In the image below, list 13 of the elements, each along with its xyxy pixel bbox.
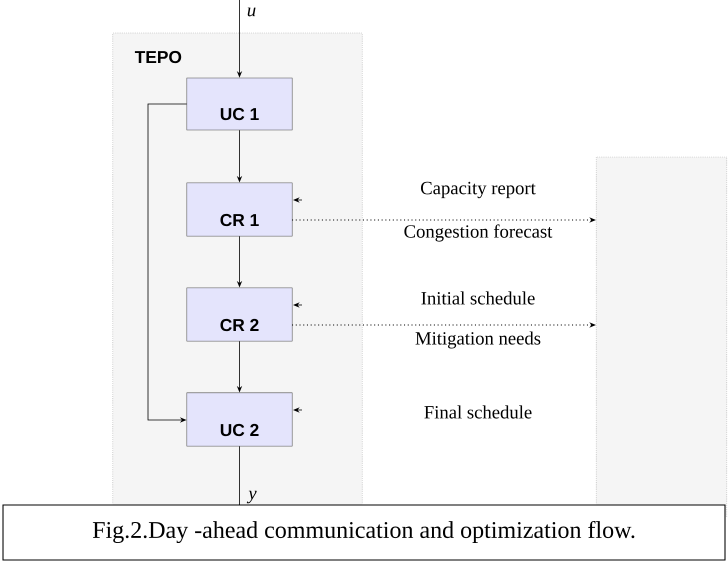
edge-label: y — [246, 490, 257, 504]
process-box: CR 2 — [186, 288, 292, 342]
message-label: Mitigation needs — [416, 332, 540, 348]
caption-box: Fig.2.Day -ahead communication and optimization flow. — [2, 504, 726, 561]
process-box: UC 2 — [186, 392, 292, 446]
process-box: UC 1 — [186, 78, 292, 130]
message-label: Capacity report — [420, 182, 536, 198]
message-label: Congestion forecast — [404, 224, 552, 242]
group-box — [596, 156, 728, 518]
process-box: CR 1 — [186, 182, 292, 236]
edge-label: u — [248, 8, 256, 16]
message-label: Initial schedule — [421, 291, 535, 305]
message-label: Final schedule — [424, 405, 532, 419]
